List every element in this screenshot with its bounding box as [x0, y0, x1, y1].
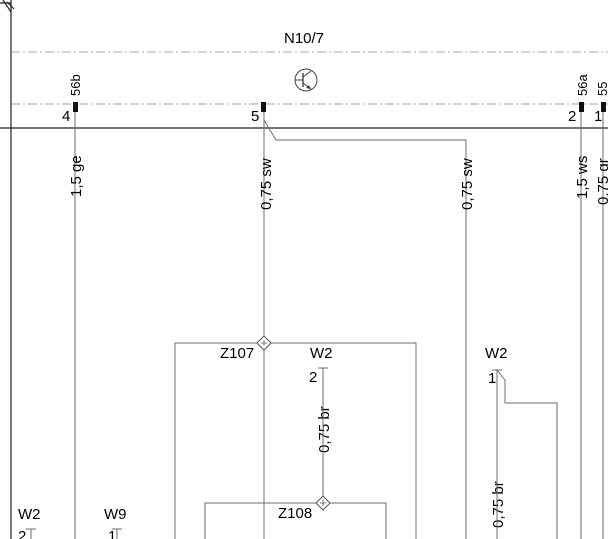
- ground-tick-w2-c: [26, 528, 36, 539]
- pin-number-4: 4: [62, 108, 70, 125]
- wire-label-ws: 1,5 ws: [574, 156, 591, 199]
- pin-label-56b: 56b: [68, 74, 83, 96]
- ground-label-w2-c: W2: [18, 506, 41, 523]
- ground-tick-w2-a: [318, 367, 328, 496]
- pin-56a: 56a 2: [568, 74, 590, 125]
- pin-number-5: 5: [251, 108, 259, 125]
- wire-label-ge: 1,5 ge: [68, 155, 85, 197]
- pin-label-56a: 56a: [575, 74, 590, 96]
- ground-tick-w9: [112, 528, 122, 539]
- wire-label-gr: 0,75 gr: [595, 158, 608, 205]
- module-name: N10/7: [284, 30, 324, 47]
- pin-number-2: 2: [568, 108, 576, 125]
- corner-mark: [0, 0, 15, 13]
- node-label-z108: Z108: [278, 505, 312, 522]
- pin-56b: 56b 4: [62, 74, 83, 125]
- ground-pin-w2-b: 1: [488, 370, 496, 387]
- ground-label-w2-b: W2: [485, 345, 508, 362]
- wire-label-sw-main: 0,75 sw: [258, 158, 275, 210]
- ground-pin-w2-c: 2: [18, 528, 26, 539]
- ground-label-w2-a: W2: [310, 345, 333, 362]
- pin-label-55: 55: [595, 82, 608, 96]
- splice-node-z108: [315, 495, 331, 511]
- ground-tick-w2-b: [492, 369, 558, 539]
- wire-sw-branch: [263, 119, 467, 539]
- pin-5: 5: [251, 102, 266, 125]
- splice-box-z108: [204, 502, 387, 539]
- wire-label-br-1: 0,75 br: [316, 406, 333, 453]
- ground-pin-w9: 1: [108, 528, 116, 539]
- transistor-icon: [294, 68, 318, 92]
- splice-node-z107: [256, 335, 272, 351]
- node-label-z107: Z107: [220, 345, 254, 362]
- ground-pin-w2-a: 2: [309, 369, 317, 386]
- wire-label-br-2: 0,75 br: [490, 481, 507, 528]
- pin-number-1: 1: [594, 108, 602, 125]
- ground-label-w9: W9: [104, 506, 127, 523]
- wire-label-sw-branch: 0,75 sw: [459, 158, 476, 210]
- pin-55: 55 1: [594, 82, 608, 125]
- splice-box-z107: [174, 342, 417, 539]
